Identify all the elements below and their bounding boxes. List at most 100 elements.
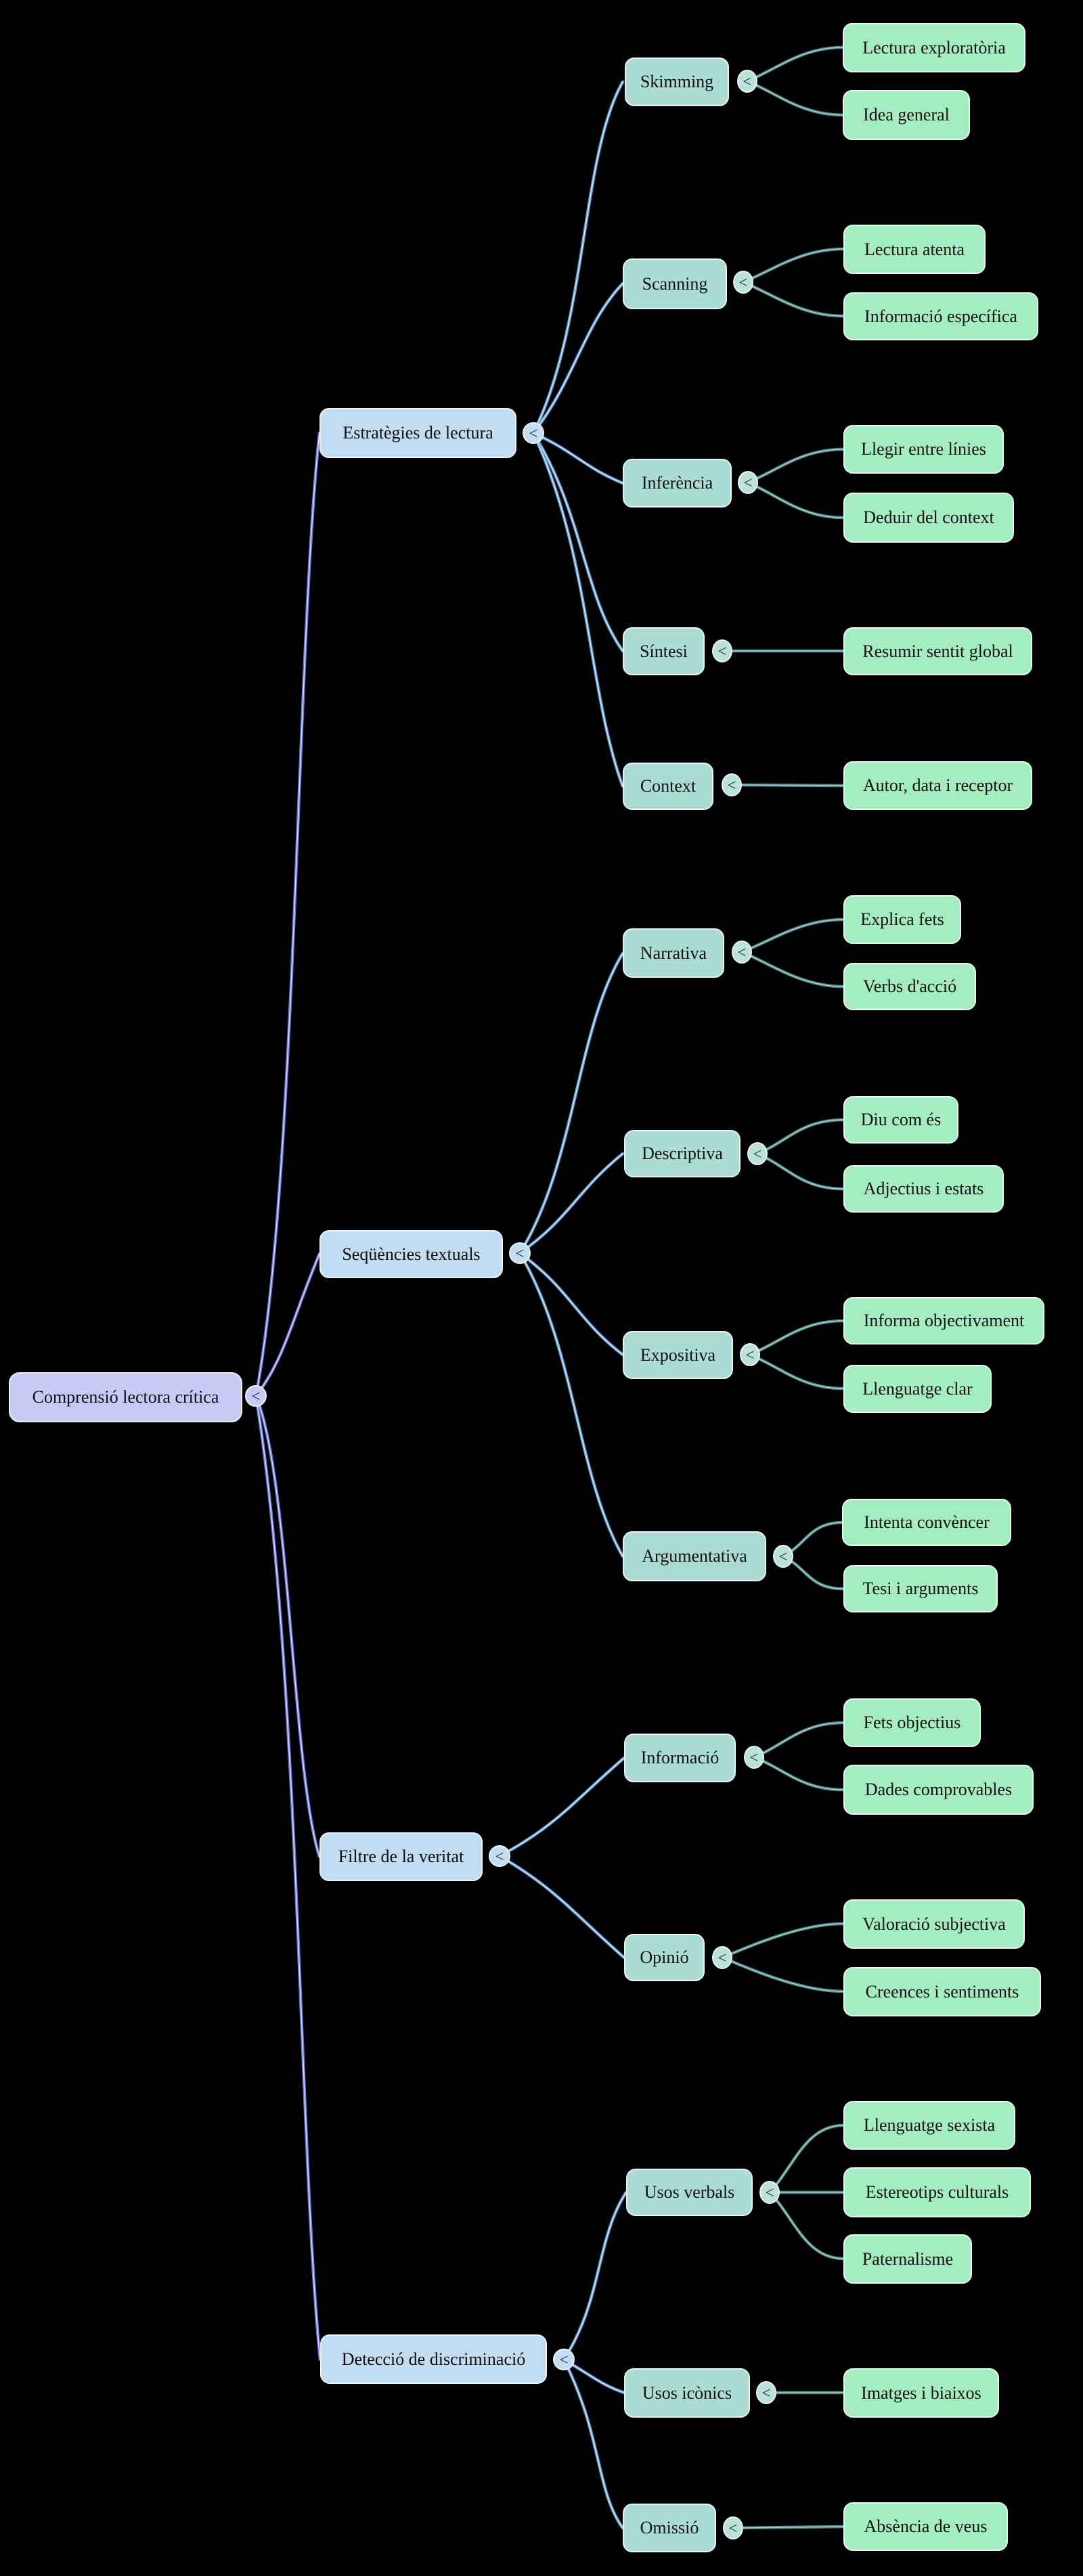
node-context[interactable]: Context [623, 763, 713, 810]
edge [254, 1394, 322, 2362]
leaf-tesi-i-arguments[interactable]: Tesi i arguments [843, 1565, 998, 1612]
leaf-informacio-especifica[interactable]: Informació específica [843, 292, 1038, 340]
collapse-toggle-filtre[interactable]: < [489, 1845, 510, 1867]
leaf-creences-i-sentiments[interactable]: Creences i sentiments [843, 1967, 1041, 2016]
node-sintesi[interactable]: Síntesi [623, 627, 705, 675]
node-label: Síntesi [640, 641, 688, 661]
collapse-toggle-context[interactable]: < [722, 773, 742, 796]
edge [254, 1394, 322, 1859]
leaf-verbs-daccio[interactable]: Verbs d'acció [843, 963, 976, 1010]
leaf-intenta-convencer[interactable]: Intenta convèncer [842, 1499, 1011, 1546]
node-label: Intenta convèncer [864, 1512, 990, 1532]
edge [254, 1252, 322, 1398]
leaf-dades-comprovables[interactable]: Dades comprovables [843, 1765, 1034, 1815]
node-inferencia[interactable]: Inferència [623, 459, 732, 507]
node-comprensio-lectora-critica[interactable]: Comprensió lectora crítica [9, 1372, 242, 1422]
leaf-lectura-exploratoria[interactable]: Lectura exploratòria [843, 23, 1025, 72]
edge [752, 1755, 845, 1792]
collapse-toggle-omissio[interactable]: < [723, 2516, 743, 2539]
leaf-absencia-de-veus[interactable]: Absència de veus [843, 2502, 1008, 2551]
leaf-valoracio-subjectiva[interactable]: Valoració subjectiva [843, 1899, 1025, 1949]
node-opinio[interactable]: Opinió [624, 1934, 705, 1981]
node-label: Context [640, 776, 697, 796]
leaf-paternalisme[interactable]: Paternalisme [843, 2234, 972, 2284]
collapse-toggle-deteccio[interactable]: < [553, 2349, 575, 2370]
node-usos-iconics[interactable]: Usos icònics [624, 2368, 750, 2418]
leaf-idea-general[interactable]: Idea general [843, 90, 970, 140]
collapse-toggle-expositiva[interactable]: < [740, 1343, 760, 1366]
leaf-deduir-del-context[interactable]: Deduir del context [843, 493, 1014, 543]
node-label: Deduir del context [863, 507, 994, 527]
node-label: Paternalisme [862, 2249, 954, 2269]
collapse-toggle-skimming[interactable]: < [737, 70, 757, 93]
leaf-adjectius-i-estats[interactable]: Adjectius i estats [843, 1165, 1004, 1213]
collapse-toggle-inferencia[interactable]: < [738, 471, 758, 494]
collapse-toggle-argumentativa[interactable]: < [773, 1545, 793, 1568]
node-expositiva[interactable]: Expositiva [623, 1331, 733, 1379]
node-argumentativa[interactable]: Argumentativa [623, 1531, 766, 1581]
collapse-toggle-root[interactable]: < [245, 1385, 267, 1407]
node-estrategies-de-lectura[interactable]: Estratègies de lectura [319, 408, 516, 458]
collapse-toggle-usos-iconics[interactable]: < [756, 2381, 776, 2404]
node-label: Descriptiva [642, 1144, 723, 1163]
leaf-informa-objectivament[interactable]: Informa objectivament [843, 1297, 1044, 1345]
node-scanning[interactable]: Scanning [623, 258, 727, 309]
node-descriptiva[interactable]: Descriptiva [624, 1130, 741, 1177]
edge [518, 1251, 625, 1558]
node-label: Estratègies de lectura [342, 423, 493, 443]
leaf-lectura-atenta[interactable]: Lectura atenta [843, 225, 986, 274]
collapse-toggle-descriptiva[interactable]: < [747, 1142, 768, 1165]
leaf-imatges-i-biaixos[interactable]: Imatges i biaixos [843, 2368, 999, 2418]
node-label: Idea general [863, 105, 950, 125]
edge [518, 1251, 625, 1357]
node-label: Estereotips culturals [865, 2182, 1009, 2202]
node-label: Narrativa [640, 943, 707, 963]
node-informacio[interactable]: Informació [624, 1734, 736, 1782]
leaf-resumir-sentit-global[interactable]: Resumir sentit global [843, 627, 1032, 675]
collapse-toggle-sequencies[interactable]: < [509, 1242, 531, 1264]
edge [531, 431, 625, 653]
edge [746, 480, 845, 520]
edge [745, 79, 845, 117]
leaf-autor-data-i-receptor[interactable]: Autor, data i receptor [843, 761, 1032, 810]
edge [254, 431, 322, 1398]
leaf-estereotips-culturals[interactable]: Estereotips culturals [843, 2167, 1031, 2217]
node-label: Filtre de la veritat [338, 1847, 464, 1866]
leaf-llenguatge-sexista[interactable]: Llenguatge sexista [843, 2101, 1015, 2150]
edge [562, 2357, 625, 2530]
edge [741, 247, 845, 284]
collapse-toggle-usos-verbals[interactable]: < [759, 2181, 780, 2204]
node-label: Imatges i biaixos [861, 2382, 981, 2403]
node-label: Detecció de discriminació [341, 2349, 526, 2369]
edge [740, 918, 845, 954]
leaf-llegir-entre-linies[interactable]: Llegir entre línies [843, 425, 1004, 474]
edge [720, 1956, 845, 1993]
node-skimming[interactable]: Skimming [625, 58, 729, 106]
leaf-llenguatge-clar[interactable]: Llenguatge clar [843, 1365, 992, 1413]
node-label: Informa objectivament [863, 1311, 1025, 1330]
leaf-fets-objectius[interactable]: Fets objectius [843, 1698, 981, 1747]
edge [720, 1922, 845, 1960]
collapse-toggle-narrativa[interactable]: < [732, 941, 752, 964]
node-narrativa[interactable]: Narrativa [623, 928, 724, 978]
node-label: Omissió [640, 2518, 699, 2537]
leaf-diu-com-es[interactable]: Diu com és [843, 1096, 958, 1144]
node-label: Opinió [640, 1947, 689, 1967]
node-filtre-de-la-veritat[interactable]: Filtre de la veritat [319, 1832, 483, 1881]
collapse-toggle-estrategies[interactable]: < [523, 422, 544, 444]
collapse-toggle-informacio[interactable]: < [744, 1746, 764, 1769]
edge [748, 1319, 845, 1357]
collapse-toggle-scanning[interactable]: < [733, 271, 753, 294]
node-omissio[interactable]: Omissió [623, 2504, 716, 2552]
node-sequencies-textuals[interactable]: Seqüències textuals [319, 1230, 503, 1278]
node-label: Usos icònics [642, 2382, 732, 2403]
collapse-toggle-opinio[interactable]: < [712, 1946, 732, 1969]
edge [748, 1353, 845, 1391]
node-label: Absència de veus [864, 2516, 988, 2536]
node-deteccio-de-discriminacio[interactable]: Detecció de discriminació [320, 2334, 547, 2384]
collapse-toggle-sintesi[interactable]: < [712, 639, 732, 662]
node-usos-verbals[interactable]: Usos verbals [626, 2169, 753, 2216]
leaf-explica-fets[interactable]: Explica fets [843, 895, 961, 944]
edge [531, 281, 625, 435]
